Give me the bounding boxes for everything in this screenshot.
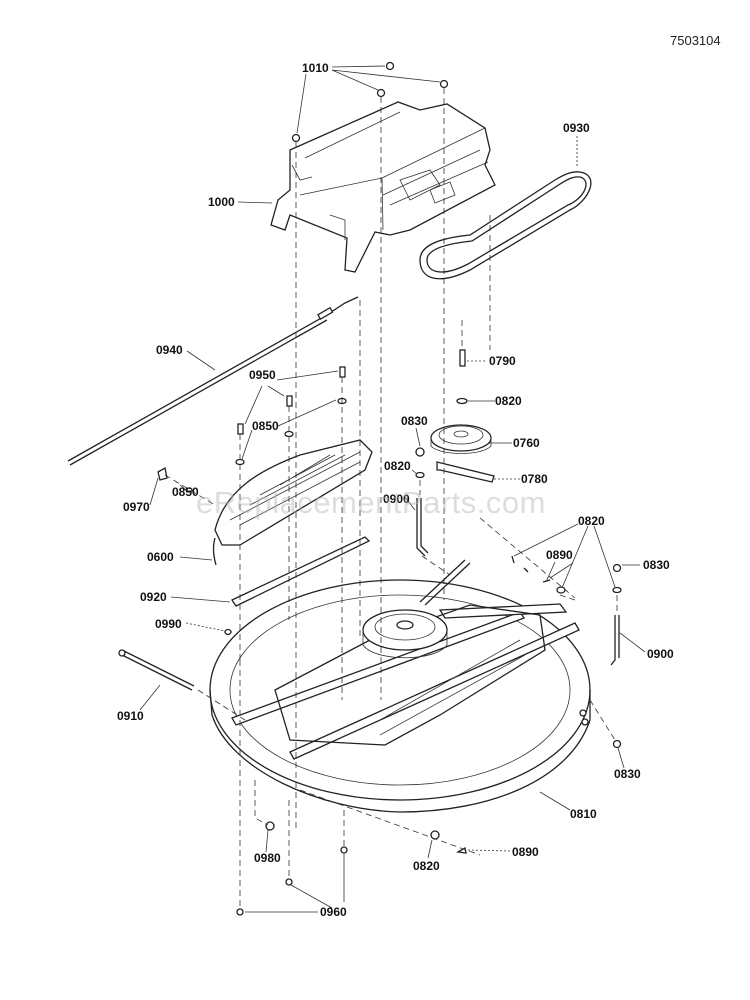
washer-0820a[interactable] [456,397,468,405]
callout-0780[interactable]: 0780 [521,472,548,486]
callout-1000[interactable]: 1000 [208,195,235,209]
callout-0830c[interactable]: 0830 [614,767,641,781]
pin-0910[interactable] [118,649,195,691]
callout-0760[interactable]: 0760 [513,436,540,450]
callout-0810[interactable]: 0810 [570,807,597,821]
callout-0850a[interactable]: 0850 [252,419,279,433]
callout-0830a[interactable]: 0830 [401,414,428,428]
alignment-lines [164,88,618,910]
callout-1010[interactable]: 1010 [302,61,329,75]
diagram-number: 7503104 [670,33,721,48]
callout-0820b[interactable]: 0820 [384,459,411,473]
callout-0990[interactable]: 0990 [155,617,182,631]
callout-0950[interactable]: 0950 [249,368,276,382]
callout-0930[interactable]: 0930 [563,121,590,135]
belt-part[interactable] [419,171,592,280]
callout-0980[interactable]: 0980 [254,851,281,865]
callout-0820c[interactable]: 0820 [578,514,605,528]
callout-0790[interactable]: 0790 [489,354,516,368]
screws-1010[interactable] [291,61,449,143]
callout-labels: 1010 1000 0930 0940 0950 0850 0790 0820 … [117,61,674,919]
callout-0940[interactable]: 0940 [156,343,183,357]
bolt-0790[interactable] [459,349,466,367]
callout-0960[interactable]: 0960 [320,905,347,919]
strap-part[interactable] [231,536,371,607]
callout-0900a[interactable]: 0900 [383,492,410,506]
lower-hardware[interactable] [224,628,622,916]
callout-0900b[interactable]: 0900 [647,647,674,661]
cable-part[interactable] [67,296,359,466]
cover-part[interactable] [270,101,496,273]
callout-0910[interactable]: 0910 [117,709,144,723]
callout-0920[interactable]: 0920 [140,590,167,604]
mower-deck-part[interactable] [209,559,591,813]
idler-pulley-part[interactable] [430,424,492,454]
callout-0970[interactable]: 0970 [123,500,150,514]
leader-lines [139,65,646,913]
callout-0600[interactable]: 0600 [147,550,174,564]
callout-0850b[interactable]: 0850 [172,485,199,499]
battery-tray-part[interactable] [212,439,373,566]
callout-0820a[interactable]: 0820 [495,394,522,408]
callout-0890b[interactable]: 0890 [512,845,539,859]
callout-0890a[interactable]: 0890 [546,548,573,562]
idler-arm-0780[interactable] [436,461,495,483]
callout-0820d[interactable]: 0820 [413,859,440,873]
clip-0970[interactable] [157,466,193,493]
fasteners-center[interactable] [415,447,429,557]
callout-0830b[interactable]: 0830 [643,558,670,572]
